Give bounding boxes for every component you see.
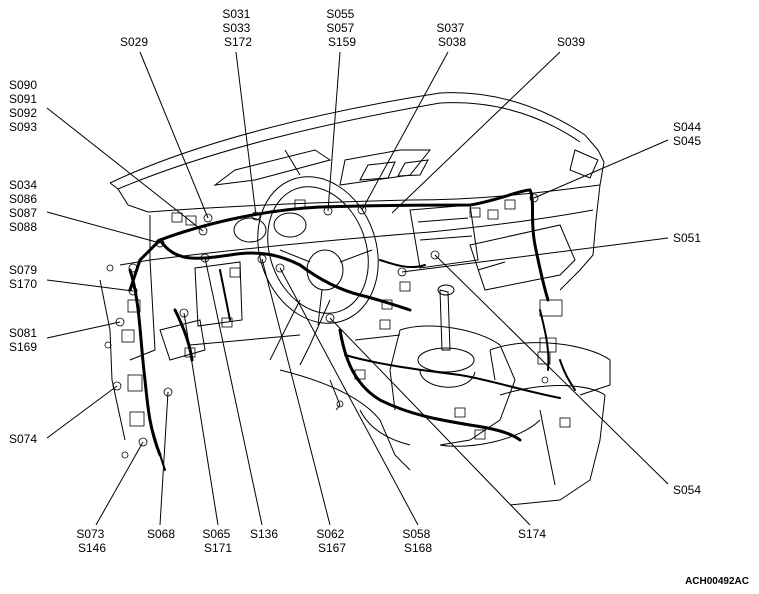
callout-s031-s033-s172: S031 S033 S172 — [222, 7, 253, 49]
callout-s136: S136 — [250, 527, 278, 541]
callout-s174: S174 — [518, 527, 546, 541]
callout-s065-s171: S065 S171 — [202, 527, 233, 555]
callout-s068: S068 — [147, 527, 175, 541]
callout-s055-s057-s159: S055 S057 S159 — [326, 7, 357, 49]
leader-lines — [46, 51, 669, 526]
callout-s044-s045: S044 S045 — [673, 120, 704, 148]
callout-s054: S054 — [673, 483, 701, 497]
callout-labels: S029 S031 S033 S172 S055 S057 S159 S037 … — [9, 7, 704, 555]
callout-s058-s168: S058 S168 — [402, 527, 433, 555]
callout-s079-s170: S079 S170 — [9, 263, 40, 291]
callout-s029: S029 — [120, 35, 148, 49]
callout-s034-s086-s087-s088: S034 S086 S087 S088 — [9, 178, 40, 234]
callout-s051: S051 — [673, 231, 701, 245]
callout-s090-s091-s092-s093: S090 S091 S092 S093 — [9, 78, 40, 134]
callout-s062-s167: S062 S167 — [316, 527, 347, 555]
callout-s081-s169: S081 S169 — [9, 326, 40, 354]
callout-s037-s038: S037 S038 — [436, 21, 467, 49]
callout-s073-s146: S073 S146 — [76, 527, 107, 555]
dashboard-illustration — [99, 92, 611, 506]
callout-s039: S039 — [557, 35, 585, 49]
callout-s074: S074 — [9, 432, 37, 446]
wiring-harness — [104, 188, 576, 471]
reference-code: ACH00492AC — [685, 576, 749, 587]
